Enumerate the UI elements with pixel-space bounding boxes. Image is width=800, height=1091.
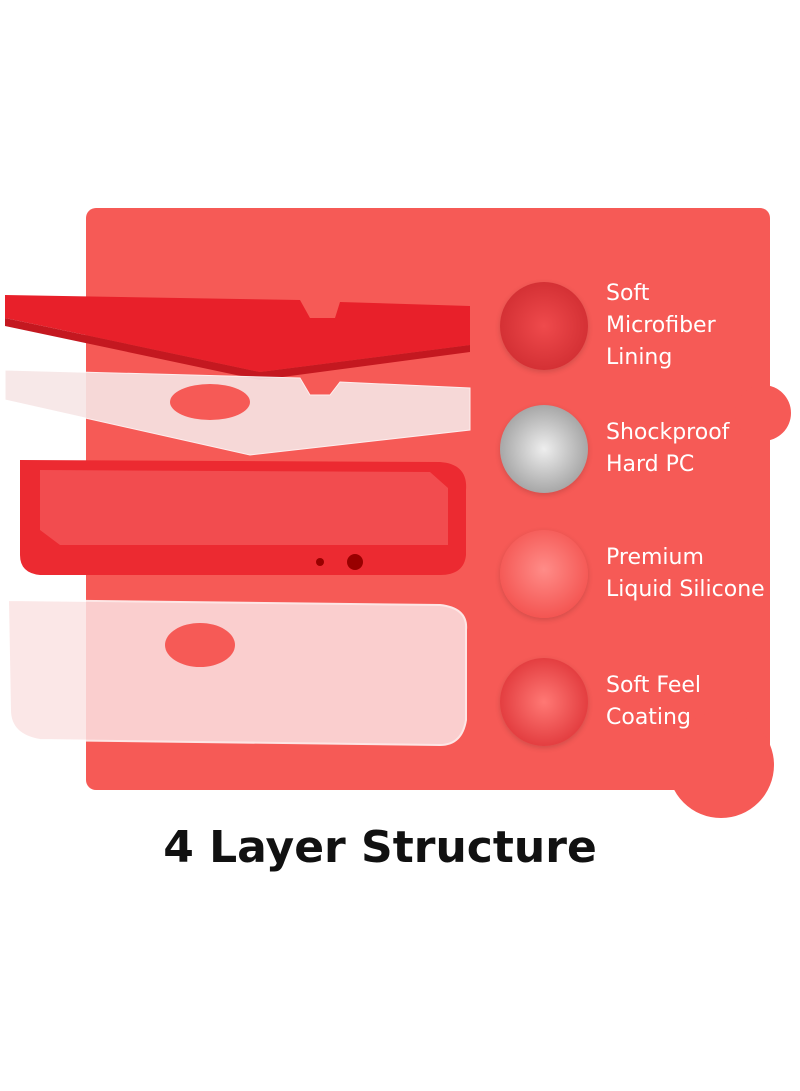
decorative-circle <box>668 712 774 818</box>
feature-label: Hard PC <box>606 452 695 477</box>
feature-soft-microfiber: Soft Microfiber Lining <box>500 278 716 374</box>
feature-label: Premium <box>606 545 704 570</box>
feature-label: Lining <box>606 345 673 370</box>
silicone-layer <box>20 460 467 575</box>
microfiber-layer <box>5 295 470 380</box>
decorative-circle <box>735 385 791 441</box>
feature-liquid-silicone: Premium Liquid Silicone <box>500 530 765 618</box>
clear-tpu-layer <box>6 598 468 747</box>
feature-label: Coating <box>606 705 691 730</box>
liquid-silicone-drop-icon <box>500 530 588 618</box>
crystal-pc-texture-icon <box>500 405 588 493</box>
feature-label: Soft Feel <box>606 673 702 698</box>
feature-shockproof-pc: Shockproof Hard PC <box>500 405 729 493</box>
feature-soft-feel-coating: Soft Feel Coating <box>500 658 701 746</box>
case-layers-illustration <box>4 295 471 747</box>
page-title: 4 Layer Structure <box>163 822 597 873</box>
feature-label: Liquid Silicone <box>606 577 765 602</box>
hard-pc-layer <box>4 369 471 456</box>
microfiber-texture-icon <box>500 282 588 370</box>
feature-label: Shockproof <box>606 420 730 445</box>
dna-coating-icon <box>500 658 588 746</box>
feature-label: Microfiber <box>606 313 716 338</box>
feature-label: Soft <box>606 281 650 306</box>
